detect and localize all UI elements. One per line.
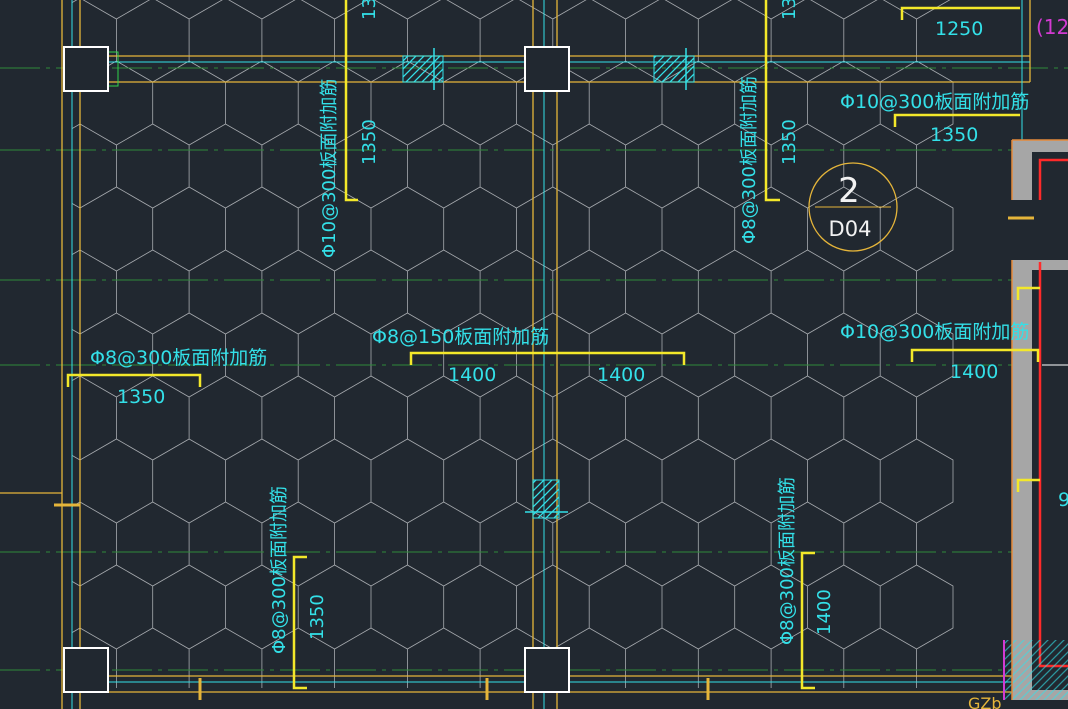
rebar-label-top-left: Φ10@300板面附加筋 [319,79,340,258]
dim-left-mid: 1350 [117,386,165,408]
beam-ticks [54,216,1034,700]
columns [63,46,570,693]
detail-callout[interactable]: 2 D04 [808,162,898,252]
dim-right-mid: 1400 [950,361,998,383]
rebar-label-left-mid: Φ8@300板面附加筋 [90,347,267,369]
detail-sheet: D04 [829,217,872,241]
dim-top-right: 1250 [935,18,983,40]
dim-top-mid: 1350 [779,119,800,165]
rebar-label-right-upper: Φ10@300板面附加筋 [840,91,1029,113]
wall-tag-bottom: GZb [968,694,1002,709]
rebar-label-bottom-mid: Φ8@300板面附加筋 [777,477,798,645]
dim-center-left: 1400 [448,364,496,386]
dim-bottom-mid: 1400 [814,589,835,635]
rebar-label-top-mid: Φ8@300板面附加筋 [739,76,760,244]
dim-top-mid-cut: 13 [779,0,800,20]
detail-number: 2 [838,171,860,211]
rebar-label-bottom-left: Φ8@300板面附加筋 [269,486,290,654]
dim-right-upper: 1350 [930,124,978,146]
rebar-dimension-lines [66,0,1040,690]
dim-bottom-left: 1350 [307,594,328,640]
axis-tag-top-right: (12 [1036,15,1068,39]
dim-right-edge: 9 [1058,489,1068,511]
beam-sections [107,48,695,519]
dim-center-right: 1400 [597,364,645,386]
dim-top-left-cut: 13 [359,0,380,20]
dim-top-left: 1350 [359,119,380,165]
rebar-label-right-mid: Φ10@300板面附加筋 [840,321,1029,343]
rebar-label-center: Φ8@150板面附加筋 [372,326,549,348]
